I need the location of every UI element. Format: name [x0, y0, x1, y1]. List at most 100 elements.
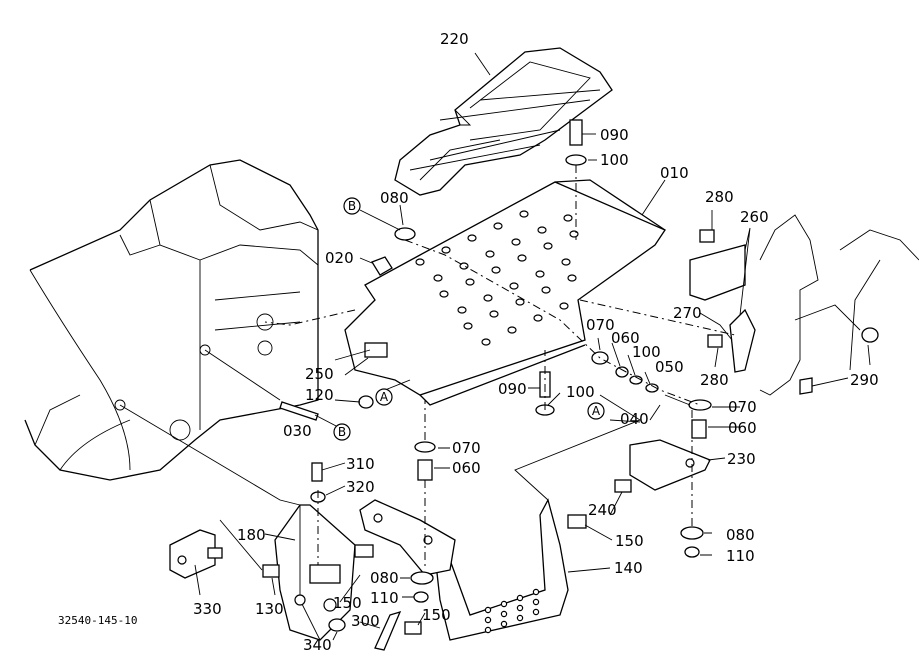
plate-hole — [415, 258, 425, 266]
part-label-140: 140 — [614, 559, 643, 577]
part-label-070-c: 070 — [452, 439, 481, 457]
part-label-230: 230 — [727, 450, 756, 468]
bolt-130 — [262, 564, 280, 578]
plate-hole — [509, 282, 519, 290]
part-label-150-a: 150 — [615, 532, 644, 550]
step-hole — [516, 614, 524, 622]
plate-hole — [491, 266, 501, 274]
part-label-110-b: 110 — [370, 589, 399, 607]
plate-hole — [441, 246, 451, 254]
plate-hole — [517, 254, 527, 262]
rear-bracket-180 — [274, 504, 356, 641]
part-label-080-c: 080 — [370, 569, 399, 587]
part-label-120: 120 — [305, 386, 334, 404]
nut-290-top — [861, 327, 879, 343]
plate-hole — [493, 222, 503, 230]
bolt-280-top — [699, 229, 715, 243]
plate-hole — [537, 226, 547, 234]
part-label-090-b: 090 — [498, 380, 527, 398]
svg-text:B: B — [338, 425, 346, 439]
callout-a-left: A — [375, 388, 393, 406]
nut-120 — [358, 395, 374, 409]
collar-060-right — [691, 419, 707, 439]
plate-hole — [439, 290, 449, 298]
plate-hole — [485, 250, 495, 258]
step-hole — [532, 608, 540, 616]
part-label-130: 130 — [255, 600, 284, 618]
bolt-240 — [614, 479, 632, 493]
bolt-310 — [311, 462, 323, 482]
bolt-150-middle — [354, 544, 374, 558]
bolt-330 — [207, 547, 223, 559]
callout-a-right: A — [587, 402, 605, 420]
plate-hole — [465, 278, 475, 286]
plate-hole — [489, 310, 499, 318]
stud-030 — [279, 401, 319, 421]
plate-hole — [559, 302, 569, 310]
part-label-270: 270 — [673, 304, 702, 322]
part-label-030: 030 — [283, 422, 312, 440]
part-label-250: 250 — [305, 365, 334, 383]
part-label-090: 090 — [600, 126, 629, 144]
part-label-100-c: 100 — [566, 383, 595, 401]
assembly-lines — [264, 165, 736, 570]
plate-hole — [459, 262, 469, 270]
part-label-260: 260 — [740, 208, 769, 226]
step-hole — [500, 610, 508, 618]
plate-hole — [535, 270, 545, 278]
step-hole — [532, 588, 540, 596]
part-label-010: 010 — [660, 164, 689, 182]
bushing-070-right — [688, 399, 712, 411]
plate-hole — [481, 338, 491, 346]
leader-lines — [119, 52, 871, 641]
part-label-280: 280 — [705, 188, 734, 206]
part-label-320: 320 — [346, 478, 375, 496]
plate-hole — [507, 326, 517, 334]
svg-text:A: A — [380, 390, 389, 404]
washer-080 — [394, 227, 416, 241]
plate-hole — [463, 322, 473, 330]
plate-hole — [515, 298, 525, 306]
plate-hole — [543, 242, 553, 250]
clip-250 — [364, 342, 388, 358]
part-label-300: 300 — [351, 612, 380, 630]
callout-b-top: B — [343, 197, 361, 215]
step-hole — [516, 594, 524, 602]
step-hole — [484, 606, 492, 614]
washer-050 — [645, 383, 659, 393]
plate-hole — [567, 274, 577, 282]
plate-hole — [511, 238, 521, 246]
part-label-060: 060 — [611, 329, 640, 347]
bracket-330 — [169, 529, 216, 579]
plate-hole — [519, 210, 529, 218]
part-labels: 220 090 100 010 280 260 080 020 270 070 … — [193, 30, 879, 654]
svg-text:A: A — [592, 404, 601, 418]
clip-290 — [799, 377, 813, 395]
part-label-340: 340 — [303, 636, 332, 654]
collar-060-left — [417, 459, 433, 481]
plate-hole — [563, 214, 573, 222]
plate-hole — [541, 286, 551, 294]
washer-080-right — [680, 526, 704, 540]
step-hole — [516, 604, 524, 612]
svg-text:B: B — [348, 199, 356, 213]
plate-hole — [433, 274, 443, 282]
bolt-150-bottom — [404, 621, 422, 635]
part-label-060-c: 060 — [452, 459, 481, 477]
part-label-290: 290 — [850, 371, 879, 389]
bolt-280-bottom — [707, 334, 723, 348]
drawing-reference-number: 32540-145-10 — [58, 614, 137, 627]
step-hole — [532, 598, 540, 606]
pin-300 — [374, 610, 402, 651]
plate-hole — [457, 306, 467, 314]
bolt-150-right — [567, 514, 587, 529]
part-label-060-b: 060 — [728, 419, 757, 437]
bushing-070-left — [414, 441, 436, 453]
step-plate-220 — [394, 47, 613, 196]
step-hole — [484, 626, 492, 634]
part-label-040: 040 — [620, 410, 649, 428]
plate-hole — [561, 258, 571, 266]
step-hole — [500, 600, 508, 608]
